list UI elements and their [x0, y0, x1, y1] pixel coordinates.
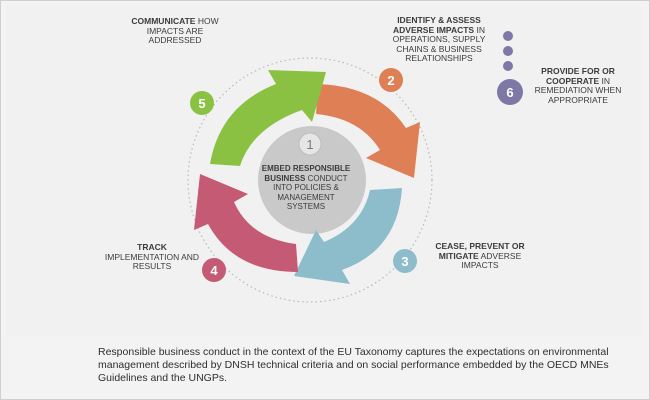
step-2-label-rest: in operations, supply chains & business …: [392, 24, 486, 63]
outer-dotted-ring: [187, 57, 433, 303]
step-5-label-bold: Communicate: [131, 16, 196, 26]
badge-step-5: 5: [190, 91, 214, 115]
step-1-label: Embed responsible business conduct into …: [258, 164, 354, 212]
step-3-label-bold: Cease, prevent or mitigate: [435, 241, 525, 261]
step-4-label-bold: Track: [137, 242, 167, 252]
step-6-label-bold: Provide for or cooperate: [541, 66, 615, 86]
step-4-label: Track implementation and results: [102, 242, 202, 272]
badge-step-4: 4: [202, 258, 226, 282]
step-5-label-rest: how impacts are addressed: [146, 16, 219, 45]
arrow-step-2: [316, 84, 420, 178]
step-1-label-rest: conduct into policies & management syste…: [273, 173, 348, 212]
connector-dot-3: [503, 61, 513, 71]
step-3-label: Cease, prevent or mitigate adverse impac…: [430, 241, 530, 271]
arrow-step-3: [294, 188, 402, 284]
badge-step-1: 1: [298, 132, 322, 156]
badge-step-6: 6: [497, 79, 523, 105]
badge-step-3: 3: [393, 249, 417, 273]
badge-step-5-number: 5: [198, 96, 205, 111]
connector-dot-1: [503, 31, 513, 41]
badge-step-2-number: 2: [387, 73, 394, 88]
badge-step-4-number: 4: [210, 263, 218, 278]
arrow-step-5: [210, 70, 326, 166]
connector-dot-2: [503, 46, 513, 56]
figure-caption: Responsible business conduct in the cont…: [98, 346, 609, 384]
badge-step-2: 2: [379, 68, 403, 92]
arrow-step-4: [194, 174, 298, 272]
badge-step-6-number: 6: [506, 85, 513, 100]
step-3-label-rest: adverse impacts: [461, 250, 522, 270]
step-6-label: Provide for or cooperate in remediation …: [528, 66, 628, 105]
step-2-label-bold: Identify & assess adverse impacts: [393, 15, 481, 35]
step-5-label: Communicate how impacts are addressed: [120, 16, 230, 46]
step-1-label-bold: Embed responsible business: [261, 164, 351, 183]
badge-step-3-number: 3: [401, 254, 408, 269]
step-6-label-rest: in remediation when appropriate: [534, 75, 622, 105]
step-4-label-rest: implementation and results: [104, 251, 200, 271]
center-circle: [258, 126, 366, 234]
step-2-label: Identify & assess adverse impacts in ope…: [384, 15, 494, 64]
badge-step-1-number: 1: [306, 137, 313, 152]
